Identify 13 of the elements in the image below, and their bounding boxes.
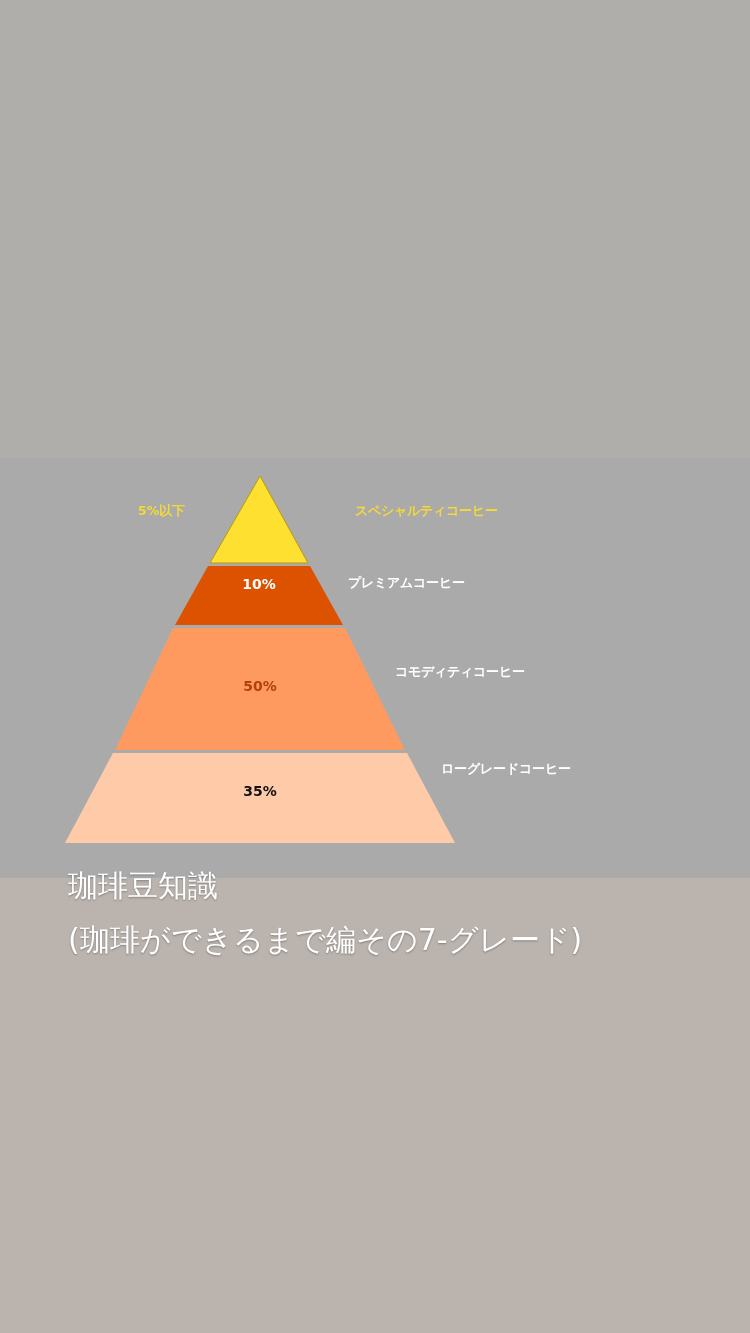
percent-label: 10% <box>241 576 277 592</box>
grade-label: コモディティコーヒー <box>395 664 525 680</box>
percent-label: 35% <box>242 783 278 799</box>
subtitle: (珈琲ができるまで編その7-グレード) <box>68 921 583 959</box>
grade-label: 5%以下 <box>138 503 186 519</box>
pyramid-tier <box>210 476 308 563</box>
grade-label: スペシャルティコーヒー <box>355 503 498 519</box>
percent-label: 50% <box>242 678 278 694</box>
title: 珈琲豆知識 <box>68 867 218 905</box>
pyramid-tier <box>65 753 455 843</box>
grade-label: ローグレードコーヒー <box>441 761 571 777</box>
pyramid-tier <box>175 566 343 625</box>
grade-label: プレミアムコーヒー <box>348 575 465 591</box>
